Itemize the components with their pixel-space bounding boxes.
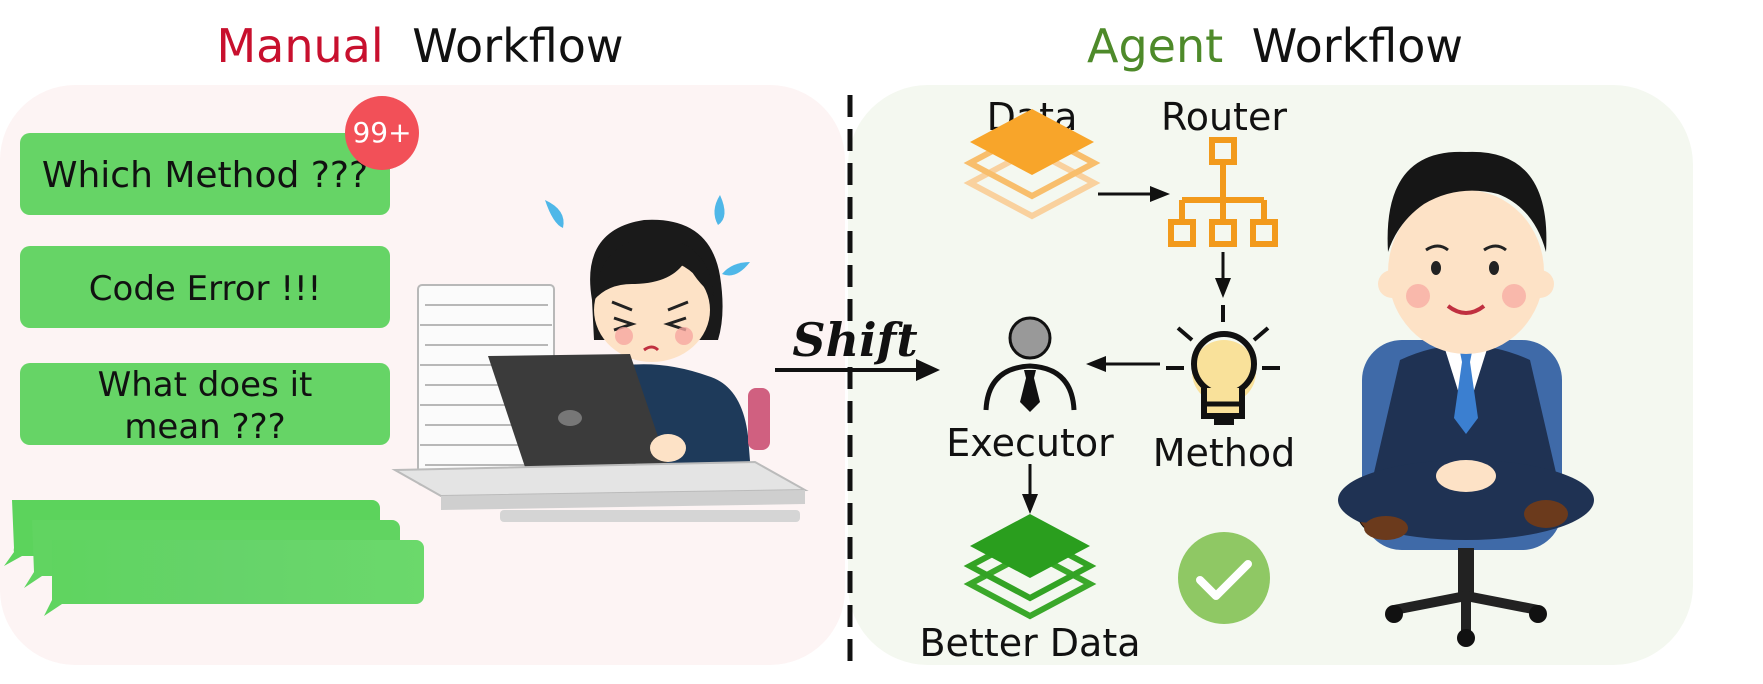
arrow-router-to-method	[1215, 252, 1231, 298]
better-data-label: Better Data	[919, 621, 1140, 665]
agent-panel	[848, 85, 1693, 665]
manual-title-accent: Manual	[216, 19, 383, 73]
notification-badge: 99+	[345, 96, 419, 170]
manual-title: Manual Workflow	[216, 19, 623, 73]
chat-bubble-1: Which Method ???	[20, 133, 390, 215]
notification-badge-text: 99+	[352, 116, 411, 149]
lightbulb-icon	[1166, 305, 1280, 425]
chat-bubble-3: What does it mean ???	[20, 363, 390, 447]
stressed-worker-icon	[391, 195, 809, 522]
chat-bubble-2: Code Error !!!	[20, 246, 390, 328]
method-label: Method	[1153, 431, 1296, 475]
agent-title: Agent Workflow	[1087, 19, 1463, 73]
data-layers-icon	[963, 109, 1101, 220]
chat-bubble-2-text: Code Error !!!	[89, 269, 321, 309]
executor-icon	[983, 316, 1077, 412]
better-data-layers-icon	[963, 514, 1097, 620]
router-label: Router	[1161, 95, 1287, 139]
arrow-executor-to-better-data	[1022, 464, 1038, 514]
arrow-method-to-executor	[1086, 356, 1160, 372]
executor-label: Executor	[946, 421, 1114, 465]
shift-arrow: Shift	[775, 313, 940, 381]
shift-label: Shift	[792, 313, 917, 367]
relaxed-businessman-icon	[1338, 151, 1594, 647]
check-icon	[1178, 532, 1270, 624]
chat-bubble-stack	[4, 500, 424, 616]
agent-title-accent: Agent	[1087, 19, 1223, 73]
laptop	[488, 354, 670, 476]
manual-title-rest: Workflow	[412, 19, 623, 73]
chat-bubble-3-line2: mean ???	[124, 407, 285, 447]
arrow-data-to-router	[1098, 186, 1170, 202]
router-icon	[1168, 137, 1278, 247]
chat-bubble-3-line1: What does it	[98, 365, 313, 405]
agent-title-rest: Workflow	[1252, 19, 1463, 73]
chat-bubble-1-text: Which Method ???	[42, 155, 368, 196]
